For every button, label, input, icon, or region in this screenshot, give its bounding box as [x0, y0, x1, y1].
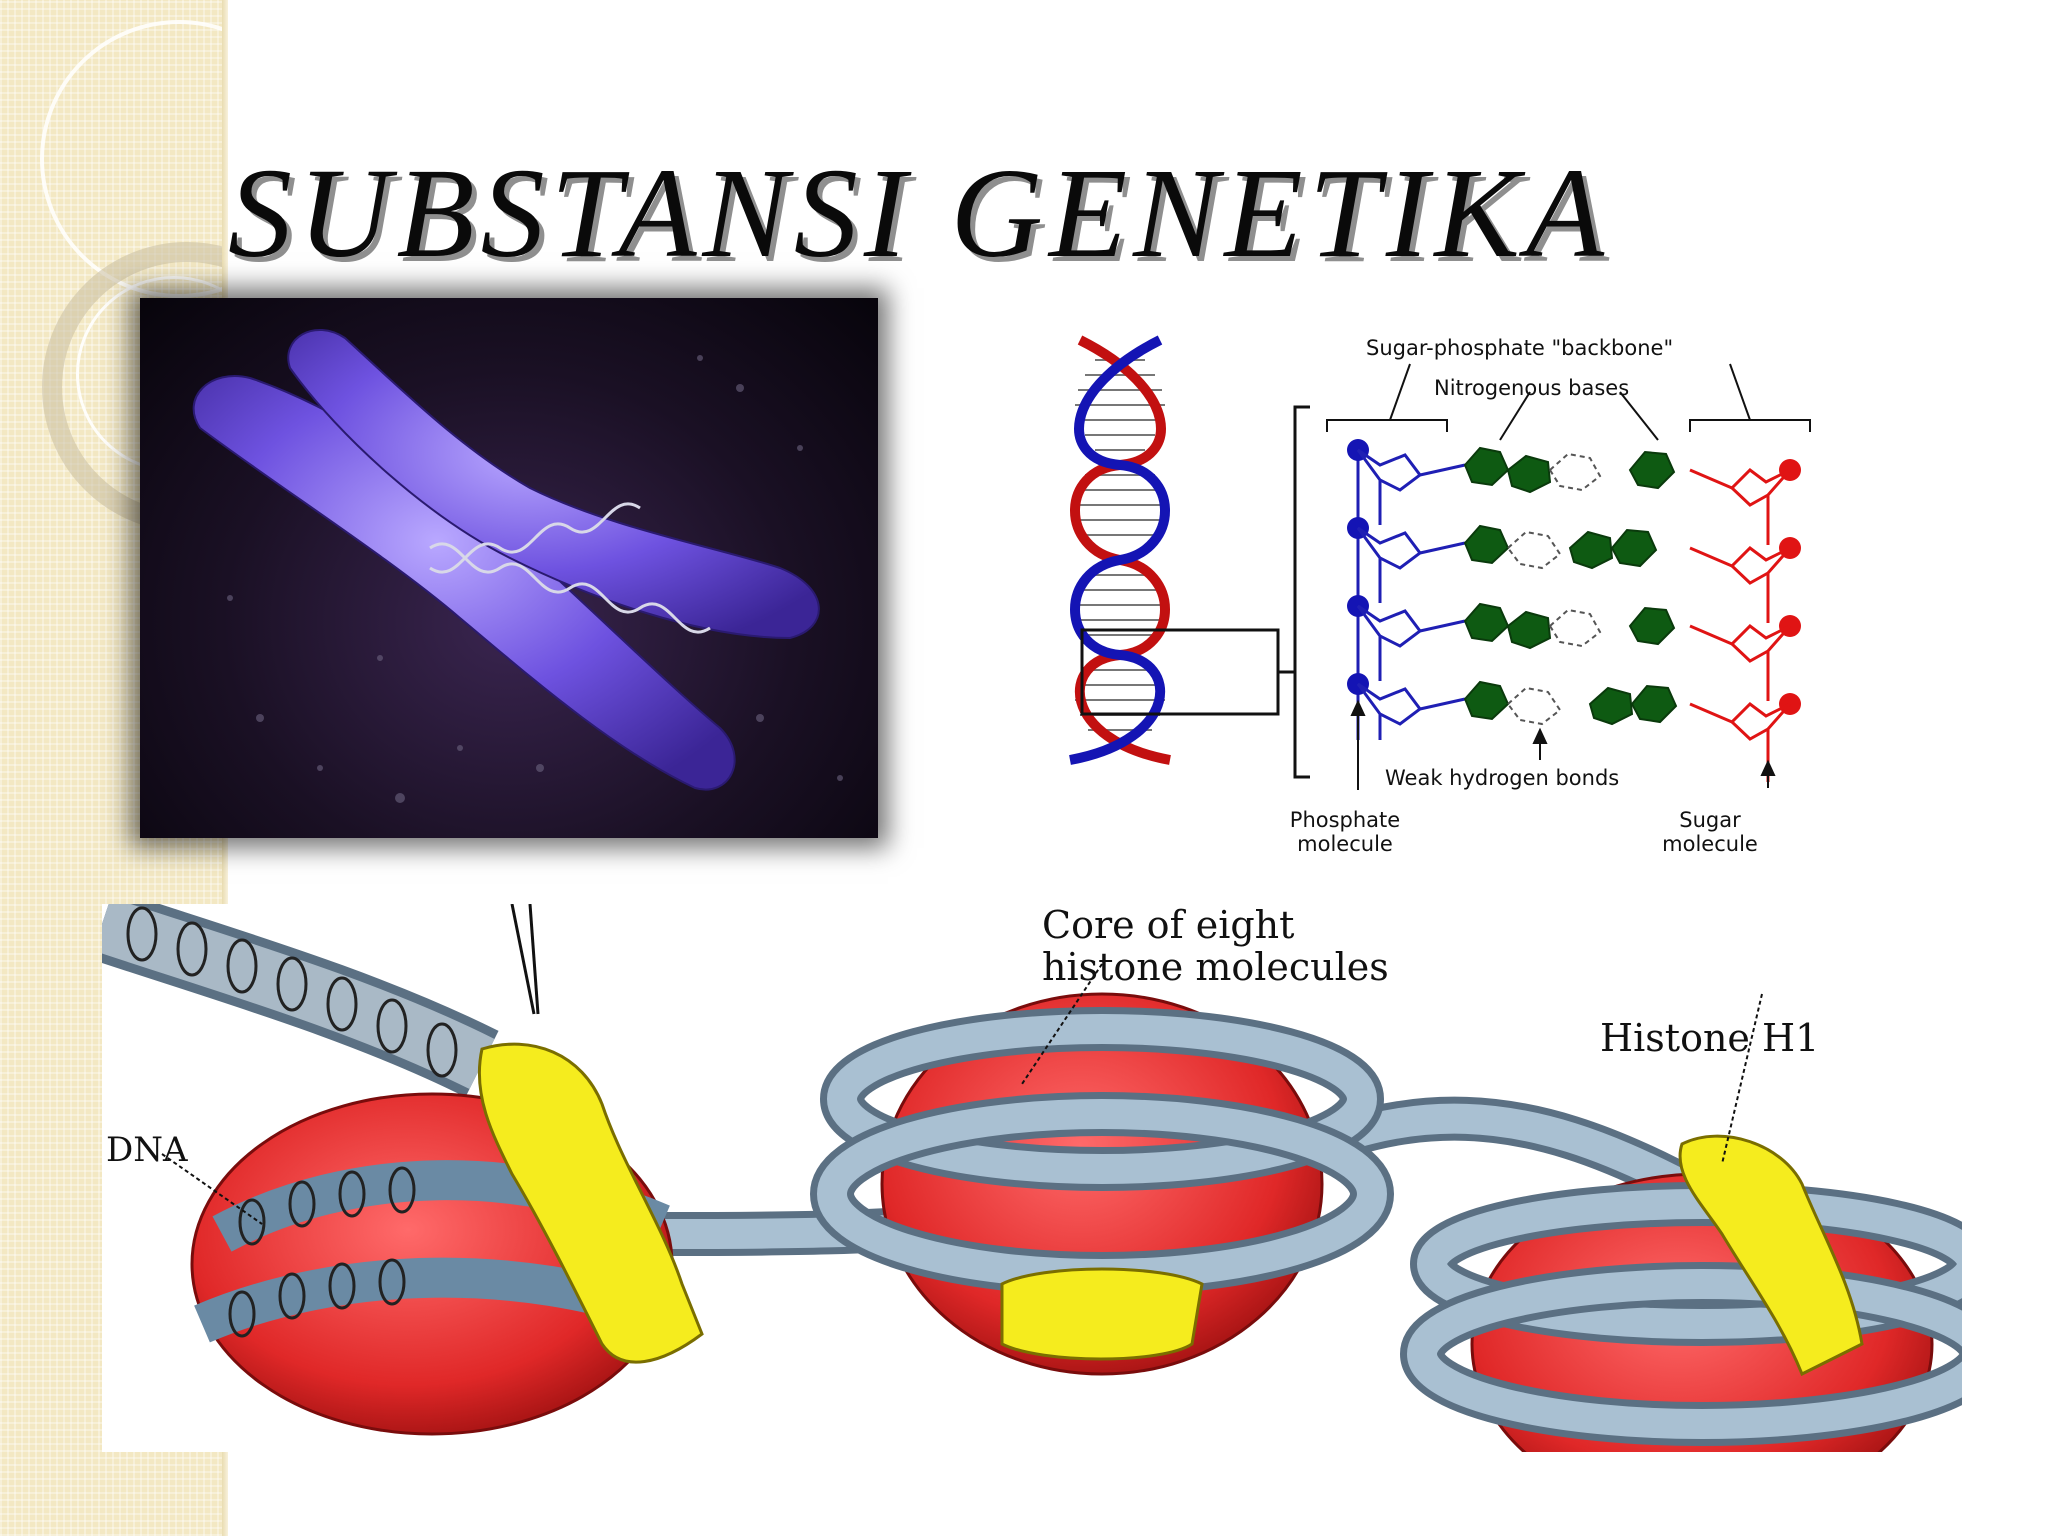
double-helix — [1069, 335, 1295, 765]
label-phosphate-line2: molecule — [1297, 832, 1393, 856]
background-specks — [227, 355, 843, 803]
dna-helix-coils — [228, 1166, 416, 1338]
chromatid-arm — [192, 375, 736, 791]
helix-strand-blue — [1069, 335, 1170, 765]
label-backbone: Sugar-phosphate "backbone" — [1366, 336, 1674, 360]
histone-h1-right — [1678, 1134, 1864, 1377]
label-histone-h1: Histone H1 — [1600, 1016, 1820, 1060]
chromosome-illustration — [192, 328, 843, 803]
dna-structure-diagram: Sugar-phosphate "backbone" Nitrogenous b… — [1060, 330, 1820, 870]
slide-title: SUBSTANSI GENETIKA — [228, 142, 1611, 284]
label-core-histones: Core of eight histone molecules — [1042, 904, 1389, 988]
hydrogen-bonds — [1506, 452, 1602, 726]
label-sugar-line2: molecule — [1662, 832, 1758, 856]
fiber-coils — [126, 906, 458, 1078]
label-dna: DNA — [106, 1130, 188, 1170]
left-sugars — [1356, 448, 1466, 740]
nucleosome-graphic — [102, 904, 1962, 1452]
helix-insert — [429, 502, 711, 634]
right-backbone-dots — [1779, 459, 1801, 715]
label-pointers — [161, 963, 1763, 1225]
chromosome-image — [140, 298, 878, 838]
chromatid-arm — [287, 328, 820, 640]
nucleosome-diagram: Core of eight histone molecules Histone … — [102, 904, 1962, 1452]
nitrogenous-bases — [1463, 446, 1678, 726]
nucleosome-center — [810, 992, 1394, 1376]
highlight-box — [1080, 628, 1280, 716]
nucleosome-left — [190, 1042, 704, 1436]
zoom-bracket — [1293, 405, 1310, 779]
label-sugar-line1: Sugar — [1679, 808, 1741, 832]
dna-structure-graphic — [1069, 335, 1811, 790]
label-arrows — [1350, 699, 1776, 790]
label-hydrogen-bonds: Weak hydrogen bonds — [1385, 766, 1620, 790]
nucleotide-rows — [1347, 439, 1801, 790]
label-phosphate-line1: Phosphate — [1289, 808, 1401, 832]
nucleosome-right — [1400, 1134, 1962, 1452]
label-nitrogenous-bases: Nitrogenous bases — [1434, 376, 1630, 400]
label-core-line1: Core of eight — [1042, 904, 1295, 947]
histone-h1-center — [1000, 1267, 1204, 1361]
label-sugar: Sugar molecule — [1640, 808, 1780, 856]
label-core-line2: histone molecules — [1042, 945, 1389, 989]
right-sugars — [1689, 468, 1792, 782]
label-phosphate: Phosphate molecule — [1270, 808, 1420, 856]
histone-h1-left — [477, 1042, 704, 1364]
